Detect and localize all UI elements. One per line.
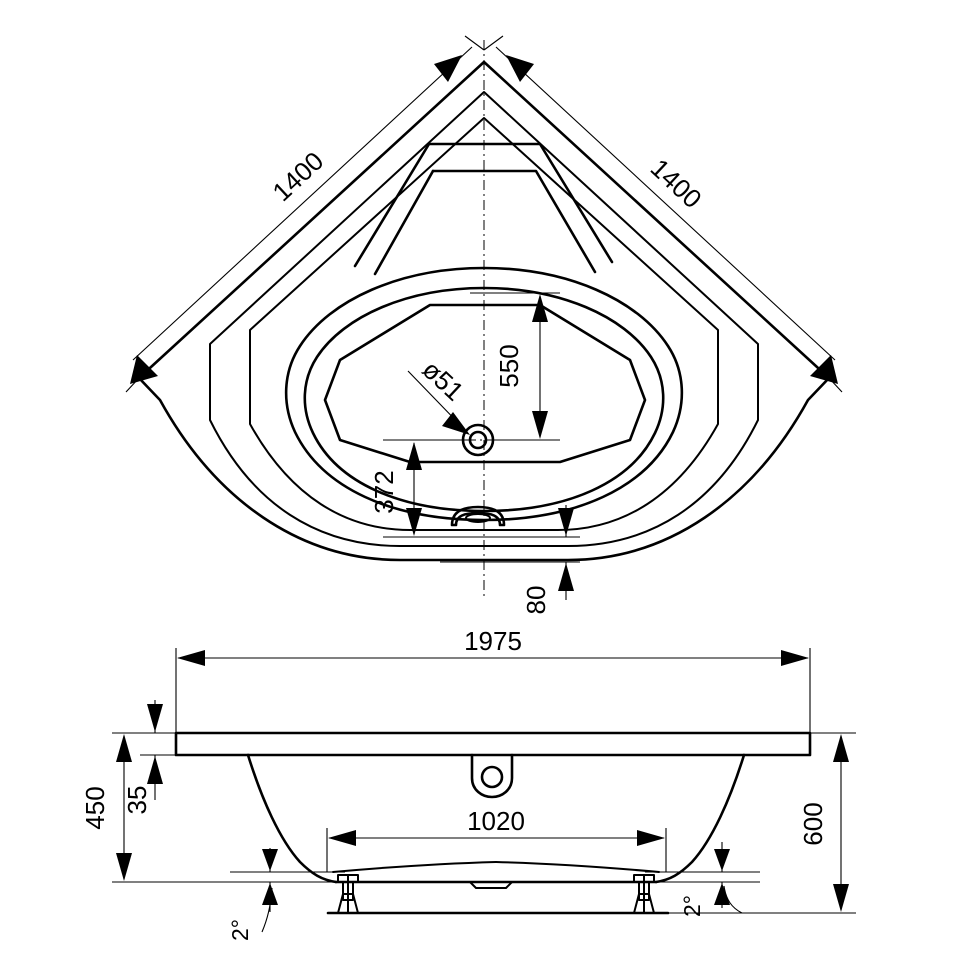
tub-wall-left [246,753,338,884]
dim-label-1400-left: 1400 [266,146,329,207]
dim-label-1020: 1020 [467,806,525,836]
floor-drain-recess [469,881,513,889]
basin-oval-outer [284,266,684,522]
section-view: 1975 450 35 1020 [80,626,856,941]
overflow-fitting-hole [480,765,504,789]
dim-angle-left: 2° [140,848,345,941]
dim-diameter-51: ø51 [407,354,470,435]
dim-1975: 1975 [175,626,811,733]
dim-600: 600 [668,732,856,914]
dim-35: 35 [122,700,180,814]
basin-floor-outline [323,303,647,464]
dim-label-1975: 1975 [464,626,522,656]
dim-label-450: 450 [80,786,110,829]
dim-label-372: 372 [369,470,399,513]
plan-view: 1400 1400 550 ø51 [125,35,843,614]
adjustable-foot-right [633,874,655,914]
dim-label-angle-right: 2° [679,895,705,917]
dim-550: 550 [470,292,560,441]
basin-upper-outline-left [353,142,431,268]
dim-label-angle-left: 2° [227,919,253,941]
dim-label-35: 35 [122,786,152,815]
basin-oval-inner [303,286,665,513]
basin-upper-outline [427,142,614,264]
bowl-inner-line-right [495,861,660,873]
dim-450: 450 [80,732,340,883]
dim-80: 80 [440,505,580,614]
outer-rim-outline [137,60,831,562]
rim-ledge-contour [209,91,759,547]
basin-inner-upper-outline [431,169,597,274]
inner-ledge-contour [249,117,719,531]
overflow-fitting [470,753,514,799]
dim-1020: 1020 [326,806,667,872]
overflow-grip-icon [450,505,506,527]
overflow-grip-hole [465,513,491,523]
bowl-inner-line-left [332,861,497,873]
rim-slab [174,731,812,757]
dim-label-550: 550 [494,344,524,387]
tub-wall-right [654,753,746,884]
dim-label-1400-right: 1400 [645,153,708,214]
dim-372: 372 [369,439,560,538]
dim-angle-right: 2° [645,842,760,917]
dim-label-80: 80 [521,586,551,615]
basin-inner-upper-outline-left [373,169,435,276]
dim-label-diameter-51: ø51 [417,354,470,407]
dim-label-600: 600 [798,802,828,845]
adjustable-foot-left [337,874,359,914]
